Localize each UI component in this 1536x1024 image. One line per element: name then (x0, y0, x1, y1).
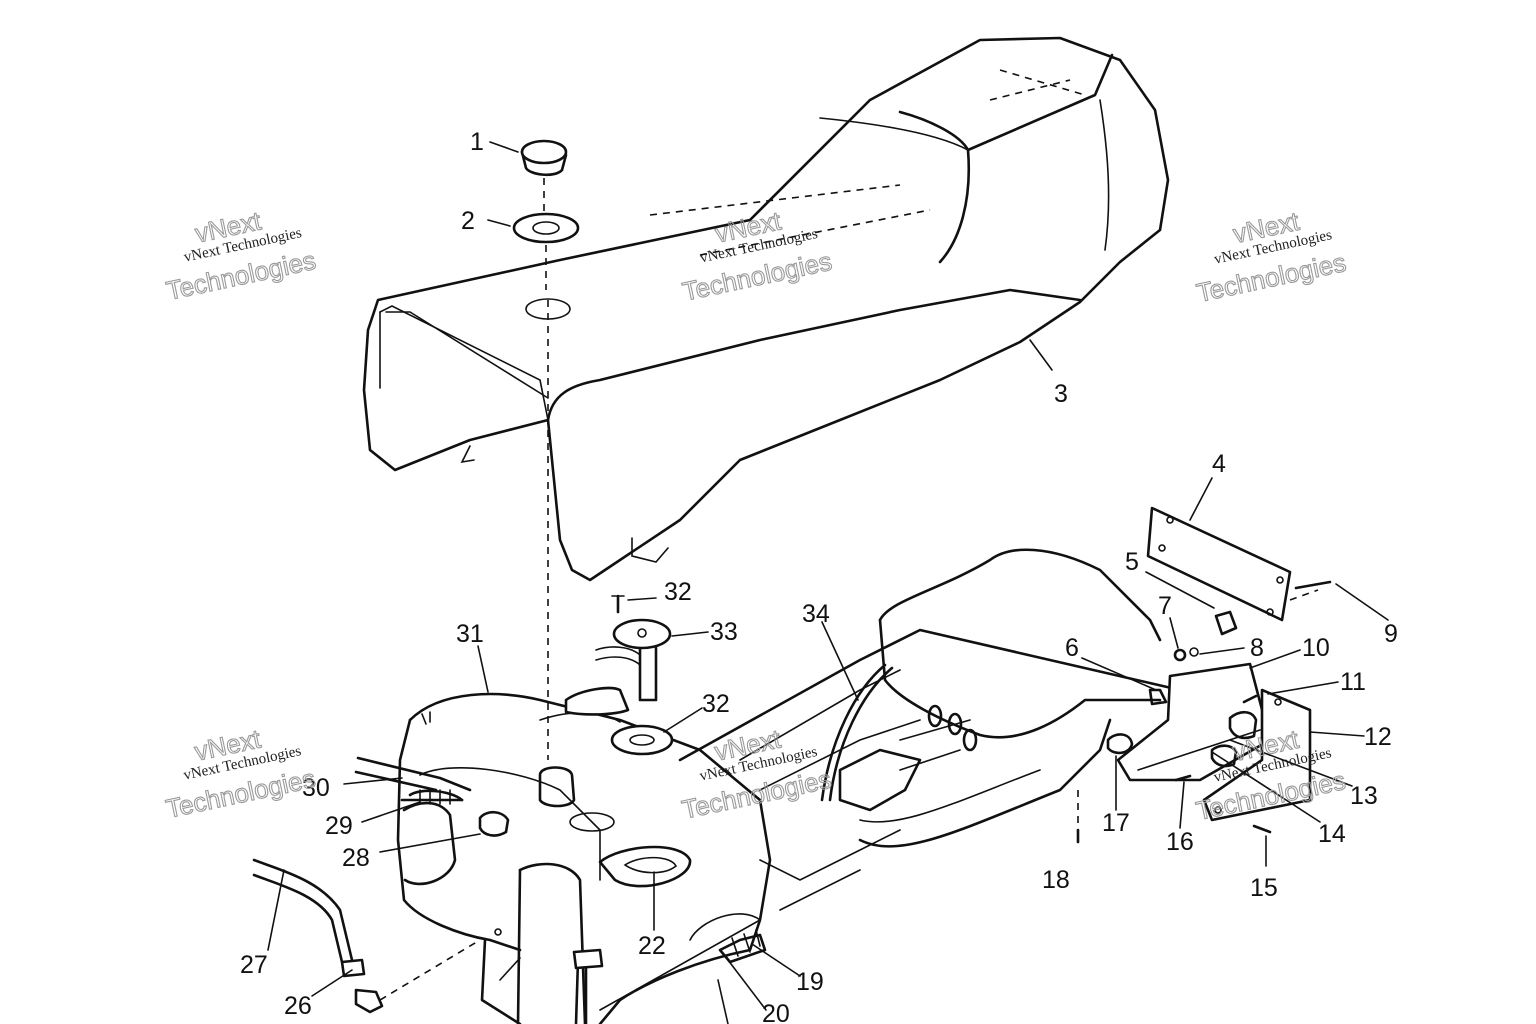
callout-31: 31 (456, 620, 484, 648)
callout-8: 8 (1250, 634, 1264, 662)
callout-22: 22 (638, 932, 666, 960)
watermark-top-left: vNext Technologies vNext Technologies (163, 205, 319, 307)
callout-19: 19 (796, 968, 824, 996)
callout-7: 7 (1158, 592, 1172, 620)
callout-10: 10 (1302, 634, 1330, 662)
watermark-bottom-center: vNext Technologies vNext Technologies (679, 723, 835, 825)
callout-26: 26 (284, 992, 312, 1020)
callout-28: 28 (342, 844, 370, 872)
frame-drawing (599, 548, 1182, 1011)
callout-9: 9 (1384, 620, 1398, 648)
leader-lines (267, 141, 1389, 1024)
watermark-top-right: vNext Technologies vNext Technologies (1193, 205, 1349, 308)
callout-32-bottom: 32 (702, 690, 730, 718)
watermark-top-center: vNext Technologies vNext Technologies (679, 205, 835, 307)
callout-labels: 1 2 3 4 5 6 7 8 9 10 11 12 13 14 15 16 1… (240, 128, 1398, 1024)
watermark-bottom-left: vNext Technologies vNext Technologies (163, 723, 319, 825)
callout-34: 34 (802, 600, 830, 628)
callout-2: 2 (461, 207, 475, 235)
callout-17: 17 (1102, 809, 1130, 837)
callout-11: 11 (1340, 668, 1366, 696)
callout-32-top: 32 (664, 578, 692, 606)
callout-1: 1 (470, 128, 484, 156)
callout-5: 5 (1125, 548, 1139, 576)
gas-cap-drawing (512, 139, 580, 290)
callout-20: 20 (762, 1000, 790, 1024)
fuel-sender-drawing (564, 594, 674, 756)
hoses-drawing (252, 756, 604, 1024)
callout-14: 14 (1318, 820, 1346, 848)
callout-4: 4 (1212, 450, 1226, 478)
callout-33: 33 (710, 618, 738, 646)
seat-drawing (362, 36, 1170, 760)
callout-12: 12 (1364, 723, 1392, 751)
callout-6: 6 (1065, 634, 1079, 662)
license-plate-drawing (1106, 506, 1332, 834)
callout-16: 16 (1166, 828, 1194, 856)
callout-29: 29 (325, 812, 353, 840)
callout-15: 15 (1250, 874, 1278, 902)
callout-13: 13 (1350, 782, 1378, 810)
callout-30: 30 (302, 774, 330, 802)
callout-3: 3 (1054, 380, 1068, 408)
callout-27: 27 (240, 951, 268, 979)
callout-18: 18 (1042, 866, 1070, 894)
gas-tank-drawing (396, 692, 772, 1024)
